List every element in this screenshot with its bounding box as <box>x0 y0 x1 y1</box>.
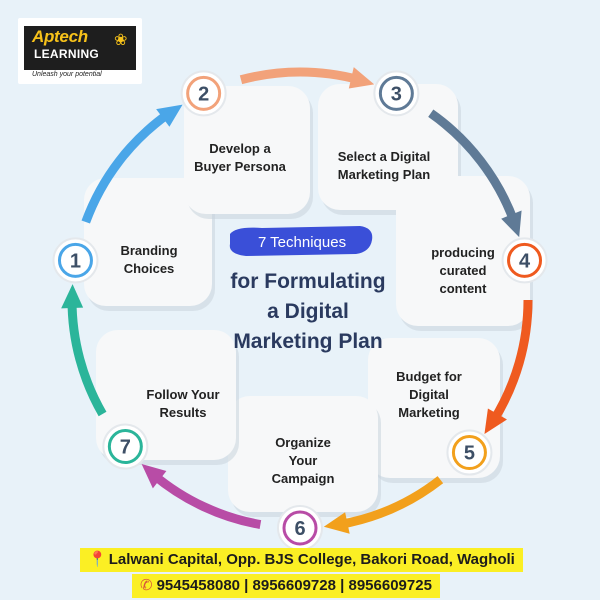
step-label-2: Develop a Buyer Persona <box>194 141 286 174</box>
step-label-3: Select a Digital Marketing Plan <box>337 149 431 182</box>
logo-background <box>24 26 136 70</box>
center-title-line-1: for Formulating <box>230 270 386 293</box>
pin-icon: 📍 <box>88 551 107 568</box>
step-number: 2 <box>198 83 209 105</box>
address-line: 📍Lalwani Capital, Opp. BJS College, Bako… <box>80 548 523 572</box>
step-number: 1 <box>70 250 81 272</box>
step-label-6: Organize Your Campaign <box>271 435 335 486</box>
ring-arrowhead <box>484 408 507 435</box>
step-card <box>184 86 310 214</box>
step-label-1: Branding Choices <box>120 243 178 276</box>
step-card <box>84 178 212 306</box>
step-number: 4 <box>519 250 531 272</box>
step-label-4: producing curated content <box>431 245 495 296</box>
step-number-ring <box>282 510 318 546</box>
phone-line: ✆9545458080 | 8956609728 | 8956609725 <box>132 574 440 598</box>
step-label-5: Budget for Digital Marketing <box>396 369 462 420</box>
center-title: for Formulating a Digital Marketing Plan <box>196 267 420 357</box>
step-number: 6 <box>294 518 305 540</box>
step-number: 3 <box>391 83 402 105</box>
aptech-logo: Aptech ❀ LEARNING Unleash your potential <box>18 18 142 84</box>
paw-icon: ❀ <box>114 32 128 49</box>
step-card <box>228 396 378 512</box>
center-title-line-3: Marketing Plan <box>233 330 383 353</box>
logo-tagline: Unleash your potential <box>32 71 102 78</box>
center-title-line-2: a Digital <box>267 300 349 323</box>
step-number-ring <box>107 429 143 465</box>
ring-arrowhead <box>501 210 522 238</box>
contact-footer: 📍Lalwani Capital, Opp. BJS College, Bako… <box>0 548 600 600</box>
techniques-badge: 7 Techniques <box>257 234 347 251</box>
step-number: 5 <box>464 443 475 465</box>
techniques-badge-shape <box>229 226 373 256</box>
ring-arrow-segment <box>489 299 533 424</box>
ring-arrow-segment <box>81 109 172 224</box>
ring-arrowhead <box>156 104 183 127</box>
step-number: 7 <box>120 437 131 459</box>
step-number-ring <box>57 242 93 278</box>
step-number-ring <box>451 435 487 471</box>
logo-brand: Aptech <box>32 27 88 46</box>
ring-arrowhead <box>348 67 375 89</box>
phone-icon: ✆ <box>140 577 153 594</box>
address-text: Lalwani Capital, Opp. BJS College, Bakor… <box>108 551 515 568</box>
logo-sub: LEARNING <box>34 47 100 61</box>
ring-arrowhead <box>141 464 167 489</box>
ring-arrow-segment <box>239 67 361 85</box>
step-label-7: Follow Your Results <box>146 387 220 420</box>
step-card <box>396 176 530 326</box>
step-number-ring <box>507 242 543 278</box>
ring-arrow-segment <box>150 471 262 529</box>
ring-arrowhead <box>61 284 84 309</box>
ring-arrowhead <box>323 512 350 534</box>
ring-arrow-segment <box>338 476 444 529</box>
step-number-ring <box>378 75 414 111</box>
phone-text: 9545458080 | 8956609728 | 8956609725 <box>156 577 432 594</box>
step-number-ring <box>186 75 222 111</box>
ring-arrow-segment <box>428 109 519 224</box>
ring-arrow-segment <box>67 299 107 417</box>
